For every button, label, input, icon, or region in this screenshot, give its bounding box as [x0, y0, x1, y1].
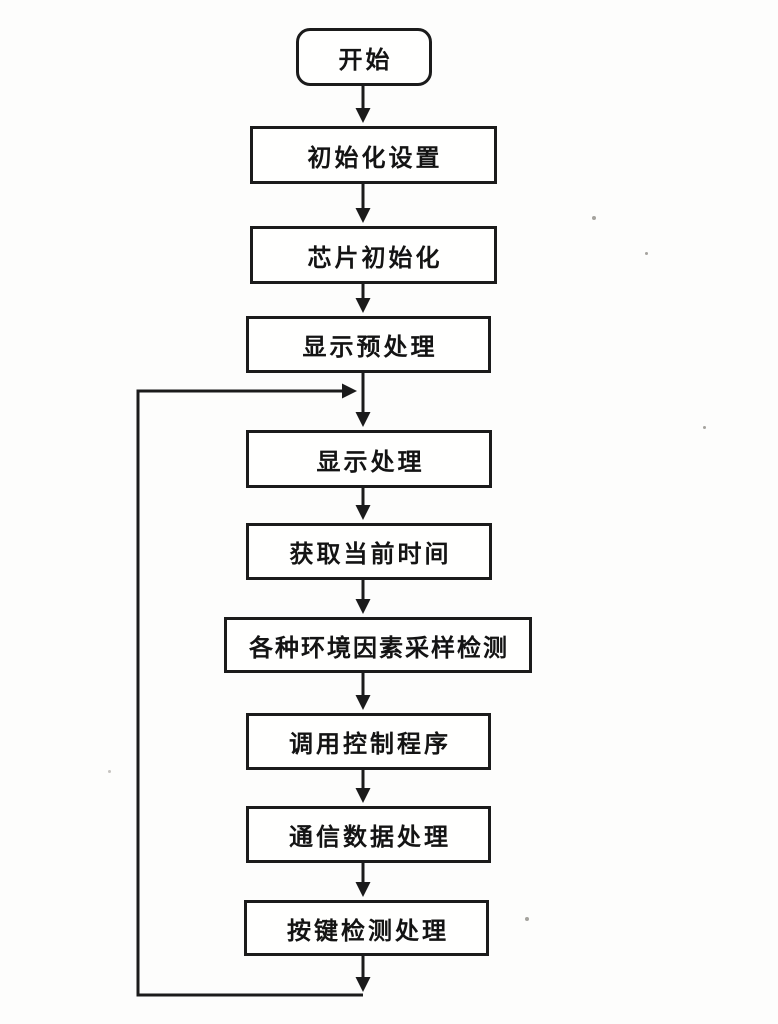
scan-speck [525, 917, 529, 921]
flow-node-chip-init: 芯片初始化 [250, 226, 497, 284]
flow-node-display-process: 显示处理 [246, 430, 492, 488]
flow-node-get-current-time: 获取当前时间 [246, 523, 492, 580]
scan-speck [645, 252, 648, 255]
edge-loop-back [136, 383, 363, 997]
flow-node-call-control: 调用控制程序 [246, 713, 491, 770]
scan-speck [108, 770, 111, 773]
flow-node-env-sampling: 各种环境因素采样检测 [224, 617, 532, 673]
scan-speck [592, 216, 596, 220]
flow-node-init-settings: 初始化设置 [250, 126, 497, 184]
flow-node-display-preprocess: 显示预处理 [246, 316, 491, 373]
flow-node-start: 开始 [296, 28, 432, 86]
flow-node-comm-data: 通信数据处理 [246, 806, 491, 863]
flow-node-key-detect: 按键检测处理 [244, 900, 489, 956]
scan-speck [703, 426, 706, 429]
